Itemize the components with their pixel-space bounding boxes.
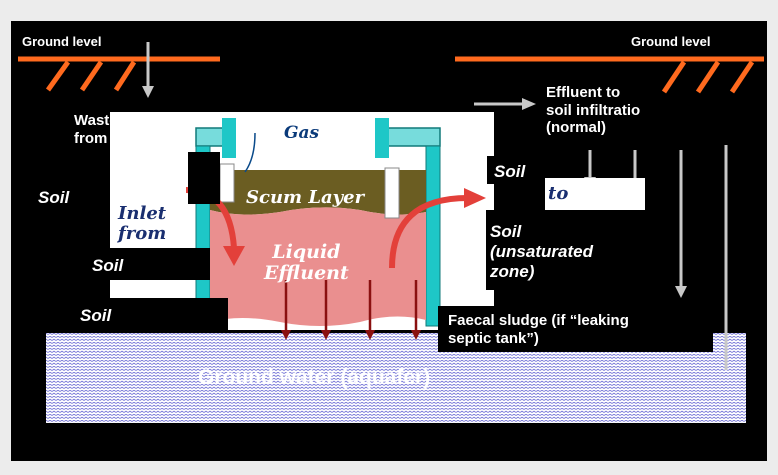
ground-level-right-line [455,56,764,94]
scum-layer-label: Scum Layer [246,187,365,208]
soil-box-left-top [188,152,220,204]
down-arrow-icon [321,280,331,340]
ground-level-left-label: Ground level [22,34,102,49]
ground-level-left-line [18,56,220,92]
effluent-right-arrow [474,98,536,110]
liquid-effluent-zone [210,207,426,326]
gas-label: Gas [284,123,320,143]
soil-unsaturated-label: Soil (unsaturated zone) [490,222,593,282]
unsaturated-zone-box [486,210,644,290]
down-arrow-icon [411,280,421,340]
liquid-effluent-label: Liquid Effluent [264,241,349,285]
inlet-from-label: Inlet from [118,203,167,245]
down-arrow-icon [281,280,291,340]
seepage-arrows [281,280,421,340]
faecal-sludge-label: Faecal sludge (if “leaking septic tank”) [448,312,629,347]
soil-box-right-top [487,156,545,184]
ground-level-right-label: Ground level [631,34,711,49]
ground-water-label: Ground water (aquafer) [198,366,431,389]
faecal-sludge-box [438,306,713,352]
soil-left-mid-label: Soil [92,256,124,275]
wastewater-label: Wastewater from house [74,112,157,147]
outlet-to-label: to [548,183,569,204]
outlet-to-box [545,178,645,210]
soil-right-top-label: Soil [494,162,526,181]
outflow-arrow [389,188,486,269]
down-arrow-icon [365,280,375,340]
soil-box-left-bottom [110,298,228,330]
scum-layer [210,170,426,215]
soil-left-bottom-label: Soil [80,306,112,325]
wastewater-down-arrow [142,42,154,98]
soil-left-top-label: Soil [38,188,70,207]
effluent-to-soil-label: Effluent to soil infiltratio (normal) [546,84,641,137]
soil-box-left-mid [110,248,210,280]
